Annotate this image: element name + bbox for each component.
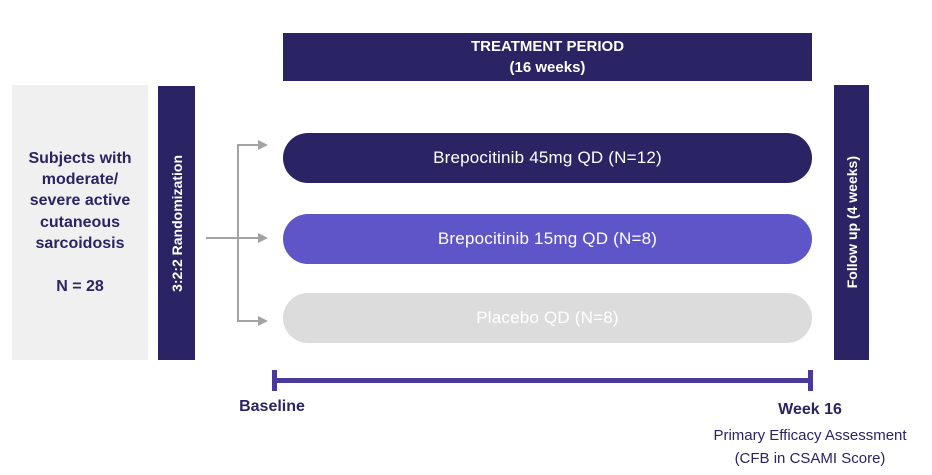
timeline-end-block: Week 16 Primary Efficacy Assessment (CFB… bbox=[650, 398, 932, 470]
followup-bar: Follow up (4 weeks) bbox=[834, 85, 869, 360]
timeline-line bbox=[274, 378, 812, 383]
arrow-to-arm-2 bbox=[237, 237, 259, 239]
randomization-feeder-line bbox=[206, 237, 238, 239]
randomization-branch-line bbox=[237, 144, 239, 322]
arm-brepocitinib-15mg: Brepocitinib 15mg QD (N=8) bbox=[283, 214, 812, 264]
arm-placebo: Placebo QD (N=8) bbox=[283, 293, 812, 343]
population-count: N = 28 bbox=[56, 277, 104, 295]
cfb-csami-note: (CFB in CSAMI Score) bbox=[734, 449, 886, 467]
arm-brepocitinib-45mg: Brepocitinib 45mg QD (N=12) bbox=[283, 133, 812, 183]
arm-label: Brepocitinib 15mg QD (N=8) bbox=[437, 229, 658, 248]
timeline-end-tick bbox=[808, 370, 813, 391]
population-description: Subjects with moderate/ severe active cu… bbox=[28, 150, 132, 252]
arm-label: Brepocitinib 45mg QD (N=12) bbox=[433, 148, 662, 167]
primary-efficacy-note: Primary Efficacy Assessment bbox=[713, 427, 907, 444]
arrowhead-icon bbox=[258, 140, 268, 150]
arrow-to-arm-1 bbox=[237, 144, 259, 146]
timeline-start-tick bbox=[272, 370, 277, 391]
arrowhead-icon bbox=[258, 233, 268, 243]
population-box: Subjects with moderate/ severe active cu… bbox=[12, 85, 148, 360]
randomization-bar: 3:2:2 Randomization bbox=[158, 86, 195, 360]
treatment-period-header: TREATMENT PERIOD (16 weeks) bbox=[283, 33, 812, 81]
timeline-end-label: Week 16 bbox=[778, 401, 842, 418]
timeline-start-label: Baseline bbox=[239, 398, 305, 415]
arrowhead-icon bbox=[258, 316, 268, 326]
randomization-label: 3:2:2 Randomization bbox=[168, 154, 185, 292]
followup-label: Follow up (4 weeks) bbox=[843, 156, 860, 289]
treatment-period-title: TREATMENT PERIOD bbox=[470, 38, 625, 55]
arrow-to-arm-3 bbox=[237, 320, 259, 322]
treatment-period-duration: (16 weeks) bbox=[509, 59, 586, 76]
arm-label: Placebo QD (N=8) bbox=[476, 308, 619, 327]
